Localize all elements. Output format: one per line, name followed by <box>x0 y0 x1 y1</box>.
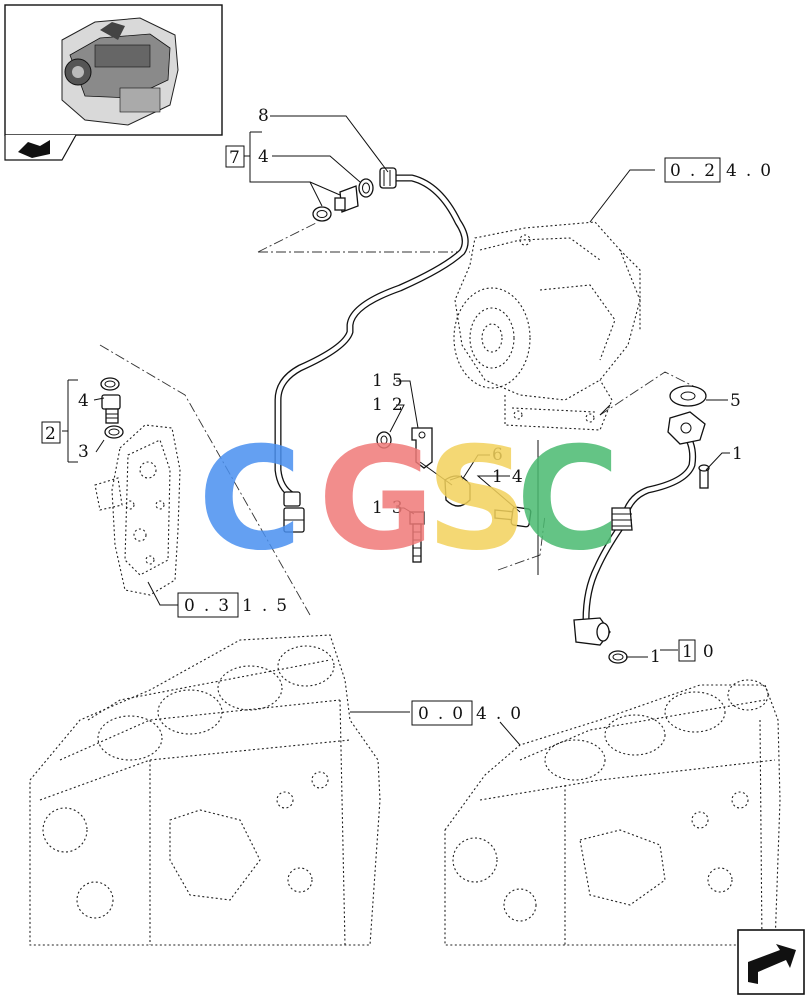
pipe-upper-fitting <box>379 167 397 189</box>
o-ring-1-bottom <box>608 650 628 664</box>
callout-labels: 8 7 4 2 4 3 15 12 13 6 14 5 1 1 10 <box>41 106 745 667</box>
callout-6: 6 <box>492 445 505 465</box>
top-adapter-fitting <box>334 185 359 213</box>
reference-turbo[interactable]: 0.2 4.0 <box>664 157 780 183</box>
callout-4-left: 4 <box>78 391 91 411</box>
callout-2: 2 <box>45 424 58 444</box>
reference-turbo-tail: 4.0 <box>726 161 780 181</box>
spacer-12 <box>376 431 392 449</box>
callout-5: 5 <box>730 391 743 411</box>
next-page-button[interactable] <box>737 929 805 995</box>
return-pipe-hose <box>611 507 633 531</box>
engine-thumbnail-icon <box>61 17 179 126</box>
book-arrow-icon <box>18 140 50 158</box>
callout-1-bottom: 1 <box>650 647 663 667</box>
callout-1-right: 1 <box>732 444 745 464</box>
callout-8: 8 <box>258 106 271 126</box>
callout-10: 10 <box>682 642 724 662</box>
bracket-15 <box>411 427 433 469</box>
clip-6 <box>444 475 471 507</box>
watermark-letter-1: C <box>198 417 302 582</box>
reference-pump-box: 0.3 <box>184 596 238 616</box>
left-adapter-fitting <box>101 394 121 424</box>
reference-block[interactable]: 0.0 4.0 <box>411 700 530 726</box>
reference-pump-tail: 1.5 <box>242 596 296 616</box>
leader-lines <box>62 115 730 746</box>
return-pipe-outlet <box>573 617 611 646</box>
callout-12: 12 <box>372 395 412 415</box>
reference-turbo-box: 0.2 <box>670 161 724 181</box>
return-pipe-flange <box>667 411 706 445</box>
bolt-1-right <box>698 464 710 489</box>
thumbnail-panel[interactable] <box>4 4 223 161</box>
top-seal-washer <box>358 178 374 198</box>
left-o-ring-bottom <box>104 425 124 439</box>
callout-15: 15 <box>372 371 412 391</box>
reference-pump[interactable]: 0.3 1.5 <box>177 592 296 618</box>
gasket-5 <box>669 385 707 407</box>
engine-block-right <box>444 679 781 946</box>
callout-3: 3 <box>78 442 91 462</box>
watermark-letter-4: C <box>516 417 620 582</box>
reference-block-tail: 4.0 <box>476 704 530 724</box>
bolt-14 <box>494 506 532 528</box>
construction-lines <box>99 221 706 616</box>
callout-14: 14 <box>492 467 532 487</box>
watermark-logo: C G S C <box>198 417 620 582</box>
top-o-ring <box>312 206 332 222</box>
callout-7: 7 <box>229 148 242 168</box>
left-o-ring-top <box>100 377 120 391</box>
callout-13: 13 <box>372 498 412 518</box>
watermark-letter-2: G <box>318 417 435 582</box>
pump-housing-outline <box>94 424 181 596</box>
oil-feed-pipe[interactable] <box>274 174 469 499</box>
pipe-lower-fitting <box>283 491 305 533</box>
reference-block-box: 0.0 <box>418 704 472 724</box>
oil-return-pipe[interactable] <box>582 428 697 624</box>
next-arrow-icon <box>748 944 796 984</box>
turbocharger-outline <box>453 221 641 431</box>
callout-4-top: 4 <box>258 147 271 167</box>
watermark-letter-3: S <box>426 417 528 582</box>
engine-block-left <box>29 634 381 946</box>
bolt-13 <box>409 511 425 563</box>
